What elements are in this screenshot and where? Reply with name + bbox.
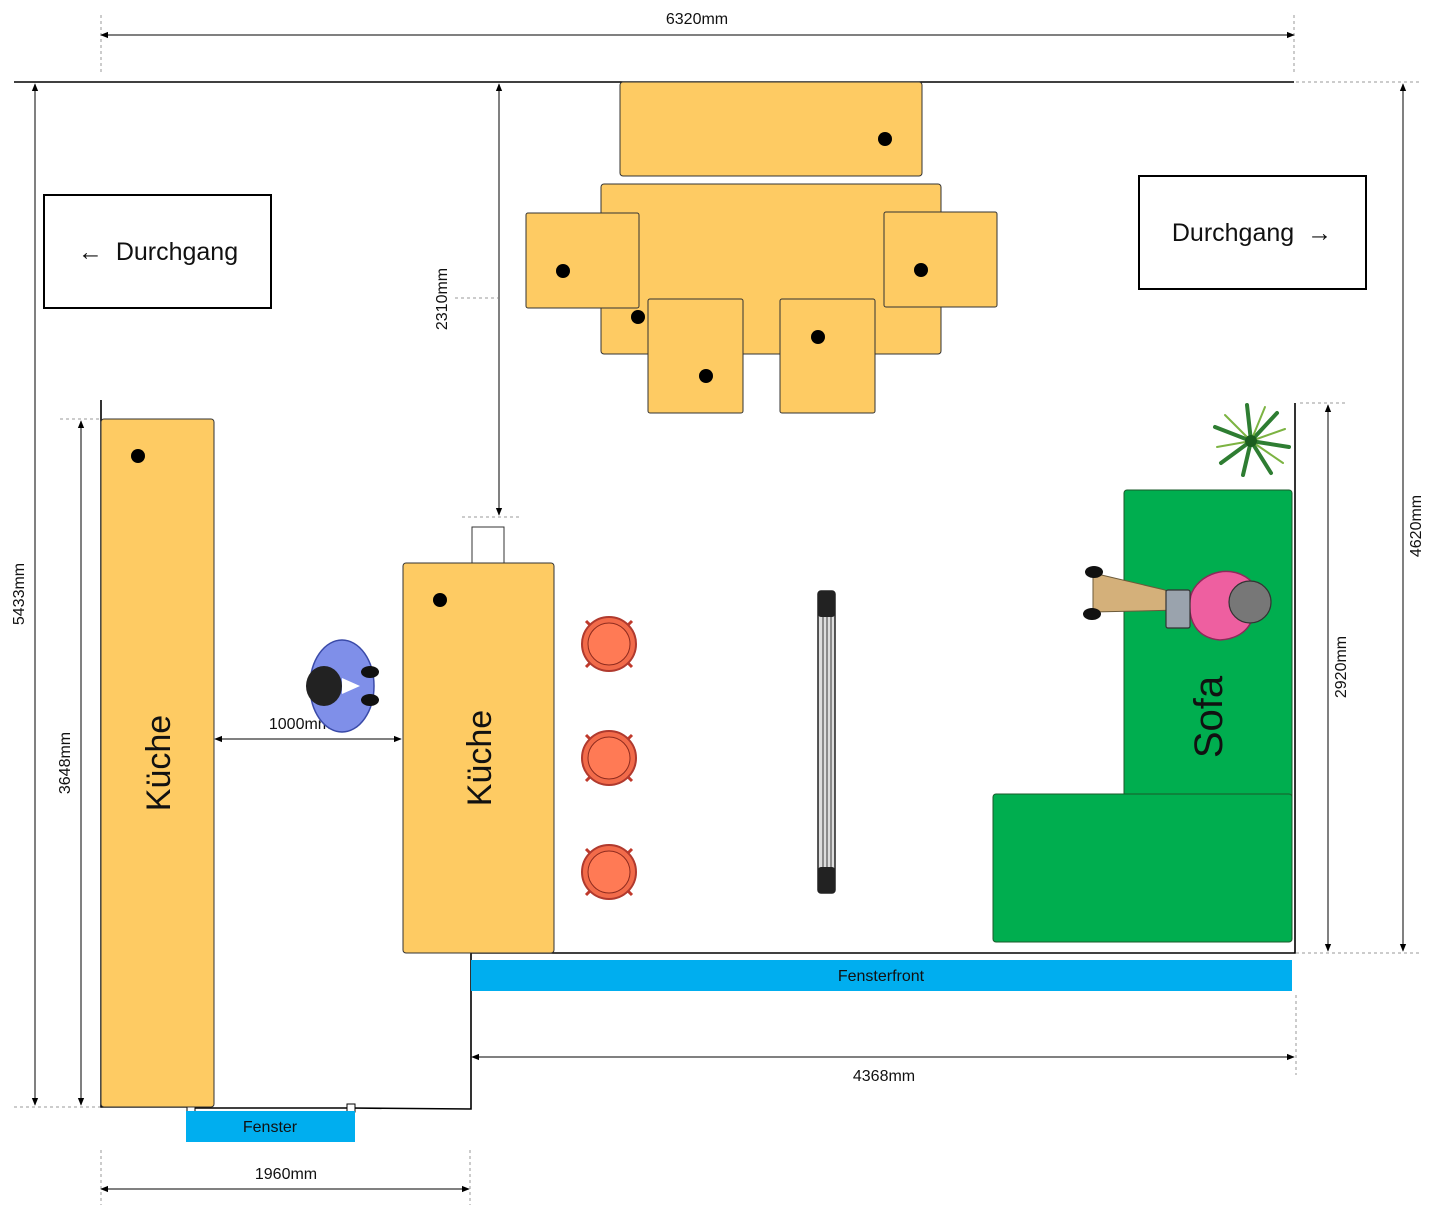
window-small: Fenster [186, 1111, 355, 1142]
door-right-label: Durchgang [1172, 219, 1294, 247]
laptop-icon [1165, 589, 1191, 629]
lamp-icon [631, 310, 645, 324]
door-right: Durchgang → [1138, 175, 1367, 290]
sofa: Sofa [992, 489, 1293, 943]
kitchen-island: Küche [402, 526, 555, 954]
person-pink-icon [1083, 566, 1272, 641]
door-left-label: Durchgang [116, 238, 238, 266]
svg-text:← Durchgang: ← Durchgang [78, 238, 238, 266]
lamp-icon [878, 132, 892, 146]
dim-table-to-island: 2310mm [434, 268, 451, 330]
sofa-label: Sofa [1187, 675, 1231, 758]
svg-text:Durchgang →: Durchgang → [1172, 219, 1332, 247]
bar-stool [581, 844, 637, 900]
window-front-label: Fensterfront [838, 968, 925, 985]
dim-window-front: 4368mm [853, 1068, 915, 1085]
dining-area [525, 81, 998, 414]
dim-kitchen-length: 3648mm [57, 732, 74, 794]
lamp-icon [433, 593, 447, 607]
dim-total-depth: 5433mm [11, 563, 28, 625]
lamp-icon [914, 263, 928, 277]
dimension-lines [31, 31, 1407, 1193]
kitchen-left: Küche [100, 418, 215, 1108]
dim-total-width: 6320mm [666, 11, 728, 28]
lamp-icon [131, 449, 145, 463]
sideboard [619, 81, 923, 177]
guide-lines [14, 15, 1420, 1205]
chair [525, 212, 640, 309]
person-blue-icon [306, 639, 379, 733]
island-extension [471, 526, 505, 564]
window-front: Fensterfront [471, 960, 1292, 991]
chair [883, 211, 998, 308]
dim-right-depth: 4620mm [1408, 495, 1425, 557]
door-left: ← Durchgang [43, 194, 272, 309]
kitchen-left-label: Küche [140, 715, 178, 811]
dim-sofa-depth: 2920mm [1333, 636, 1350, 698]
radiator-icon [817, 590, 836, 894]
lamp-icon [556, 264, 570, 278]
bar-stool [581, 730, 637, 786]
dim-kitchen-width: 1960mm [255, 1166, 317, 1183]
arrow-right-icon: → [1307, 219, 1332, 247]
bar-stool [581, 616, 637, 672]
dim-aisle: 1000mm [269, 716, 331, 733]
chair [647, 298, 744, 414]
arrow-left-icon: ← [78, 238, 103, 266]
lamp-icon [699, 369, 713, 383]
window-small-label: Fenster [243, 1119, 298, 1136]
lamp-icon [811, 330, 825, 344]
kitchen-island-label: Küche [461, 710, 499, 806]
plant-icon [1213, 403, 1291, 477]
chair [779, 298, 876, 414]
bar-stools [581, 616, 637, 900]
